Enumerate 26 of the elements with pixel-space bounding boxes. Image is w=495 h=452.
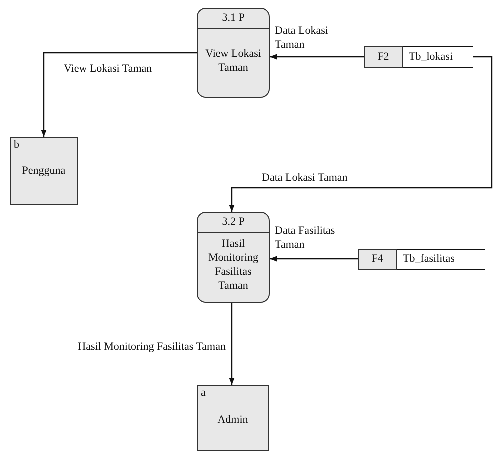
entity-code: b bbox=[14, 139, 20, 151]
process-box bbox=[197, 212, 270, 303]
arrow bbox=[270, 256, 358, 262]
store-id: F2 bbox=[364, 46, 403, 68]
data-store bbox=[364, 46, 473, 68]
entity-code: a bbox=[201, 387, 206, 399]
external-entity-box bbox=[197, 385, 269, 451]
store-name: Tb_fasilitas bbox=[397, 249, 485, 270]
process-box bbox=[197, 8, 270, 98]
process-name: View Lokasi Taman bbox=[204, 47, 262, 75]
process-id: 3.2 P bbox=[198, 213, 269, 233]
external-entity-box bbox=[10, 137, 78, 205]
arrow bbox=[270, 54, 364, 60]
arrow bbox=[229, 56, 493, 212]
edge-label: Data Lokasi Taman bbox=[275, 24, 330, 52]
process-name: Hasil Monitoring Fasilitas Taman bbox=[207, 237, 260, 293]
entity-name: Pengguna bbox=[21, 165, 67, 177]
data-store bbox=[358, 249, 485, 270]
store-id: F4 bbox=[358, 249, 397, 270]
arrow bbox=[229, 303, 235, 385]
edge-label: Hasil Monitoring Fasilitas Taman bbox=[78, 340, 226, 354]
process-id: 3.1 P bbox=[198, 9, 269, 29]
arrow bbox=[41, 52, 197, 137]
entity-name: Admin bbox=[216, 414, 250, 426]
store-name: Tb_lokasi bbox=[403, 46, 473, 68]
edge-label: Data Fasilitas Taman bbox=[275, 224, 336, 252]
